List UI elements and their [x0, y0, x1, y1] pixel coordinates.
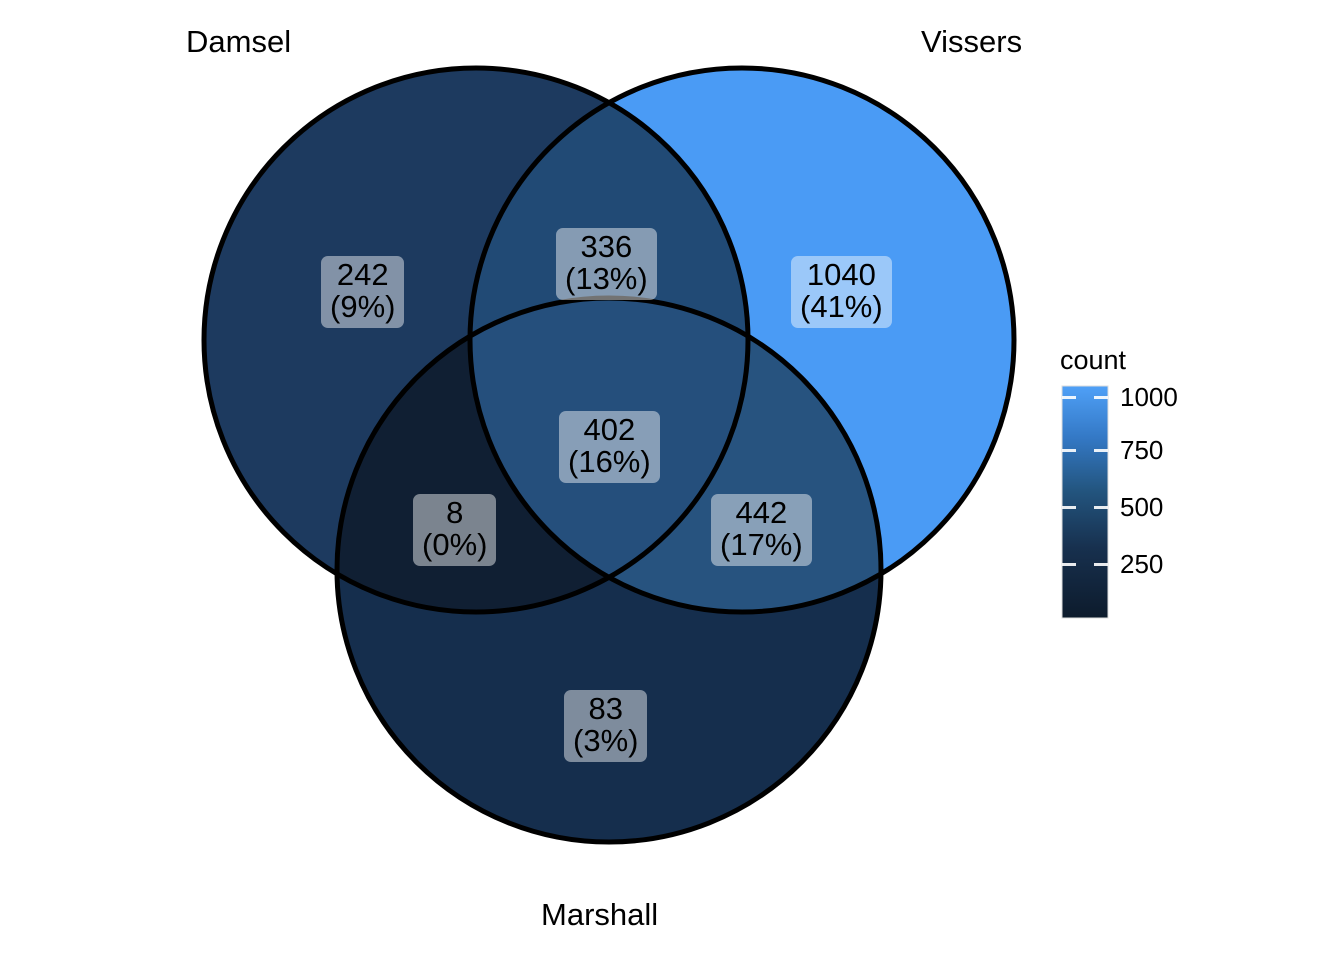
- circle-damsel: [201, 65, 751, 615]
- region-label-damsel-marshall: 8 (0%): [413, 494, 497, 566]
- region-label-vissers-marshall: 442 (17%): [711, 494, 812, 566]
- legend-tick-label-500: 500: [1120, 492, 1164, 522]
- legend-tick-label-750: 750: [1120, 435, 1164, 465]
- set-label-vissers: Vissers: [921, 24, 1023, 59]
- set-label-marshall: Marshall: [541, 897, 659, 932]
- legend-colorbar: [1061, 385, 1109, 619]
- legend-tick-label-1000: 1000: [1120, 382, 1178, 412]
- region-label-vissers-only: 1040 (41%): [791, 256, 892, 328]
- region-label-damsel-vissers-marshall: 402 (16%): [559, 411, 660, 483]
- legend-tick-label-250: 250: [1120, 549, 1164, 579]
- circle-marshall: [334, 295, 884, 845]
- circle-vissers: [467, 65, 1017, 615]
- set-label-damsel: Damsel: [186, 24, 292, 59]
- legend-title: count: [1060, 345, 1127, 375]
- legend-ticks: [1062, 396, 1108, 566]
- region-label-damsel-vissers: 336 (13%): [556, 228, 657, 300]
- venn-outlines: [201, 65, 1017, 845]
- region-label-damsel-only: 242 (9%): [321, 256, 405, 328]
- region-label-marshall-only: 83 (3%): [564, 690, 648, 762]
